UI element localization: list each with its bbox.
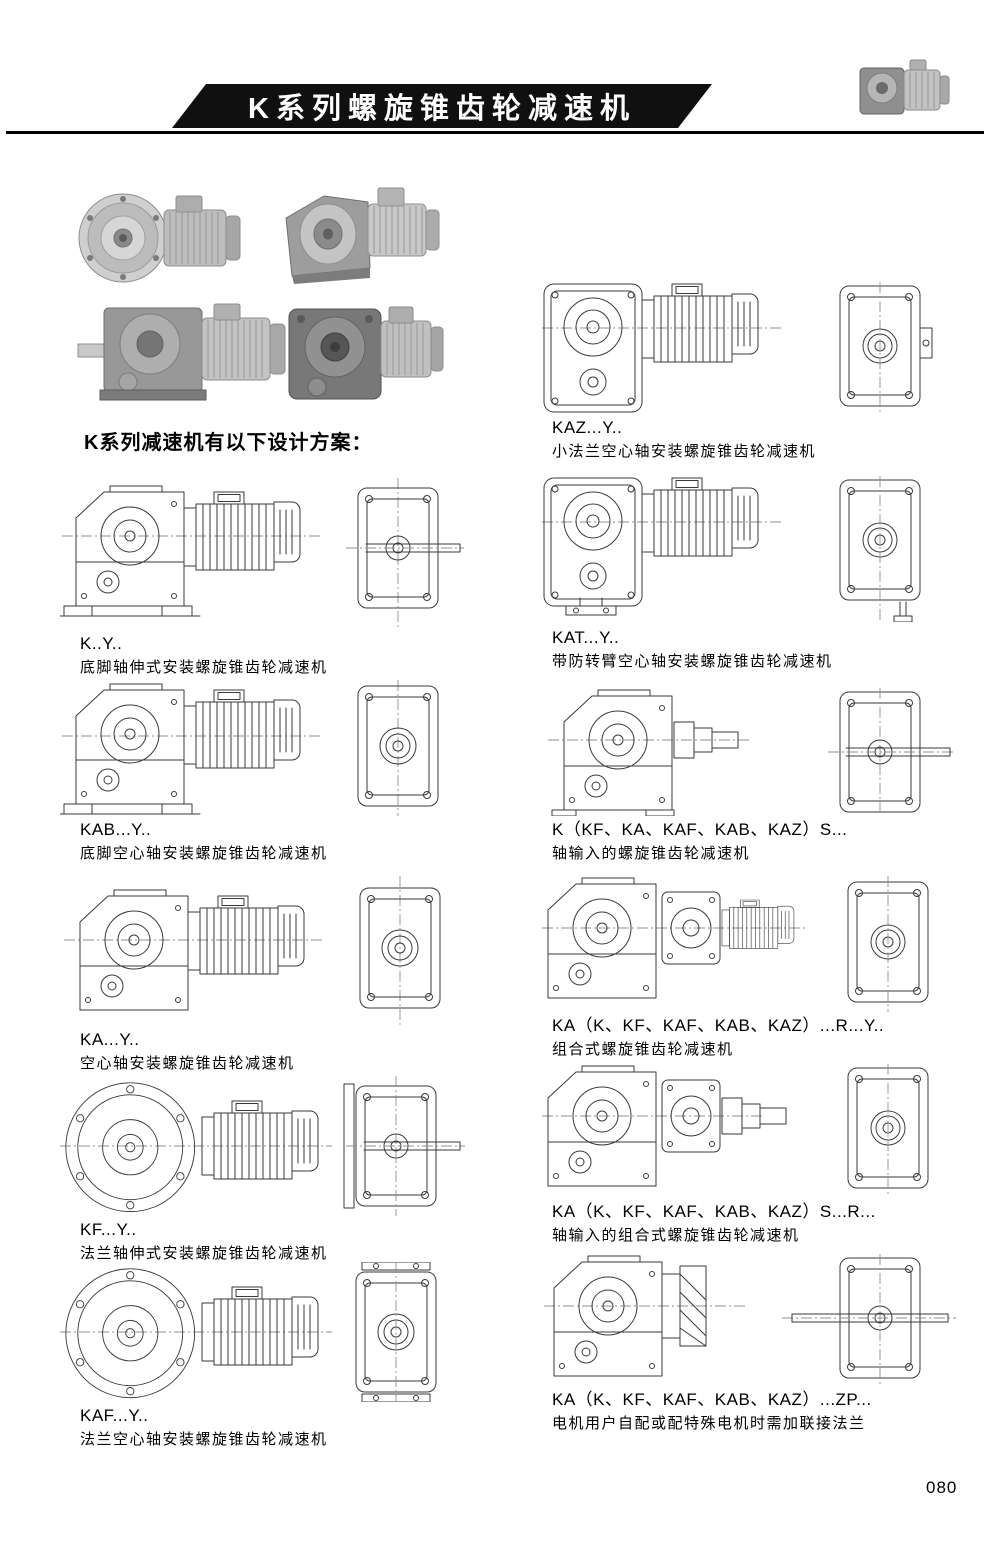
model-code: K（KF、KA、KAF、KAB、KAZ）S... xyxy=(552,820,848,839)
model-caption-ka-r-y: KA（K、KF、KAF、KAB、KAZ）...R...Y.. 组合式螺旋锥齿轮减… xyxy=(552,1014,982,1062)
drawing-k-y xyxy=(60,476,465,630)
model-code: KAF...Y.. xyxy=(80,1406,149,1425)
model-desc: 带防转臂空心轴安装螺旋锥齿轮减速机 xyxy=(552,653,833,670)
drawing-ka-y xyxy=(60,876,465,1026)
drawing-kat-y xyxy=(540,476,960,622)
header-divider xyxy=(6,131,984,134)
model-desc: 法兰轴伸式安装螺旋锥齿轮减速机 xyxy=(80,1245,328,1262)
product-photo-3 xyxy=(76,298,298,408)
drawing-kaz-y xyxy=(540,282,960,414)
drawing-ka-r-y xyxy=(540,876,960,1012)
model-caption-ka-zp: KA（K、KF、KAF、KAB、KAZ）...ZP... 电机用户自配或配特殊电… xyxy=(552,1388,982,1436)
model-desc: 法兰空心轴安装螺旋锥齿轮减速机 xyxy=(80,1431,328,1448)
model-desc: 轴输入的螺旋锥齿轮减速机 xyxy=(552,845,751,862)
drawing-ka-zp xyxy=(540,1254,960,1384)
model-code: K..Y.. xyxy=(80,634,123,653)
model-caption-ka-y: KA...Y.. 空心轴安装螺旋锥齿轮减速机 xyxy=(80,1028,480,1076)
model-desc: 小法兰空心轴安装螺旋锥齿轮减速机 xyxy=(552,443,817,460)
model-desc: 轴输入的组合式螺旋锥齿轮减速机 xyxy=(552,1227,800,1244)
page-title-banner: K系列螺旋锥齿轮减速机 xyxy=(172,84,712,128)
drawing-kf-y xyxy=(60,1076,465,1216)
drawing-ka-s-r xyxy=(540,1064,960,1196)
page-title: K系列螺旋锥齿轮减速机 xyxy=(248,93,636,125)
model-code: KAB...Y.. xyxy=(80,820,152,839)
drawing-k-s xyxy=(540,688,960,816)
model-desc: 底脚轴伸式安装螺旋锥齿轮减速机 xyxy=(80,659,328,676)
header-product-photo xyxy=(856,54,956,126)
model-caption-kf-y: KF...Y.. 法兰轴伸式安装螺旋锥齿轮减速机 xyxy=(80,1218,480,1266)
drawing-kaf-y xyxy=(60,1262,465,1402)
model-caption-kaz-y: KAZ...Y.. 小法兰空心轴安装螺旋锥齿轮减速机 xyxy=(552,416,982,464)
model-desc: 组合式螺旋锥齿轮减速机 xyxy=(552,1041,734,1058)
model-code: KA（K、KF、KAF、KAB、KAZ）S...R... xyxy=(552,1202,876,1221)
drawing-kab-y xyxy=(60,680,465,816)
model-caption-k-y: K..Y.. 底脚轴伸式安装螺旋锥齿轮减速机 xyxy=(80,632,480,680)
model-code: KA...Y.. xyxy=(80,1030,140,1049)
page-number: 080 xyxy=(926,1478,958,1497)
model-caption-kaf-y: KAF...Y.. 法兰空心轴安装螺旋锥齿轮减速机 xyxy=(80,1404,480,1452)
model-desc: 电机用户自配或配特殊电机时需加联接法兰 xyxy=(552,1415,866,1432)
product-photo-2 xyxy=(272,180,450,288)
intro-text: K系列减速机有以下设计方案： xyxy=(84,432,373,454)
model-code: KAT...Y.. xyxy=(552,628,620,647)
model-code: KAZ...Y.. xyxy=(552,418,623,437)
product-photo-4 xyxy=(283,297,450,410)
model-caption-kat-y: KAT...Y.. 带防转臂空心轴安装螺旋锥齿轮减速机 xyxy=(552,626,982,674)
model-desc: 空心轴安装螺旋锥齿轮减速机 xyxy=(80,1055,295,1072)
model-caption-kab-y: KAB...Y.. 底脚空心轴安装螺旋锥齿轮减速机 xyxy=(80,818,480,866)
model-code: KA（K、KF、KAF、KAB、KAZ）...ZP... xyxy=(552,1390,872,1409)
model-caption-ka-s-r: KA（K、KF、KAF、KAB、KAZ）S...R... 轴输入的组合式螺旋锥齿… xyxy=(552,1200,982,1248)
model-code: KA（K、KF、KAF、KAB、KAZ）...R...Y.. xyxy=(552,1016,885,1035)
product-photo-1 xyxy=(76,190,256,285)
model-desc: 底脚空心轴安装螺旋锥齿轮减速机 xyxy=(80,845,328,862)
model-code: KF...Y.. xyxy=(80,1220,137,1239)
model-caption-k-s: K（KF、KA、KAF、KAB、KAZ）S... 轴输入的螺旋锥齿轮减速机 xyxy=(552,818,982,866)
